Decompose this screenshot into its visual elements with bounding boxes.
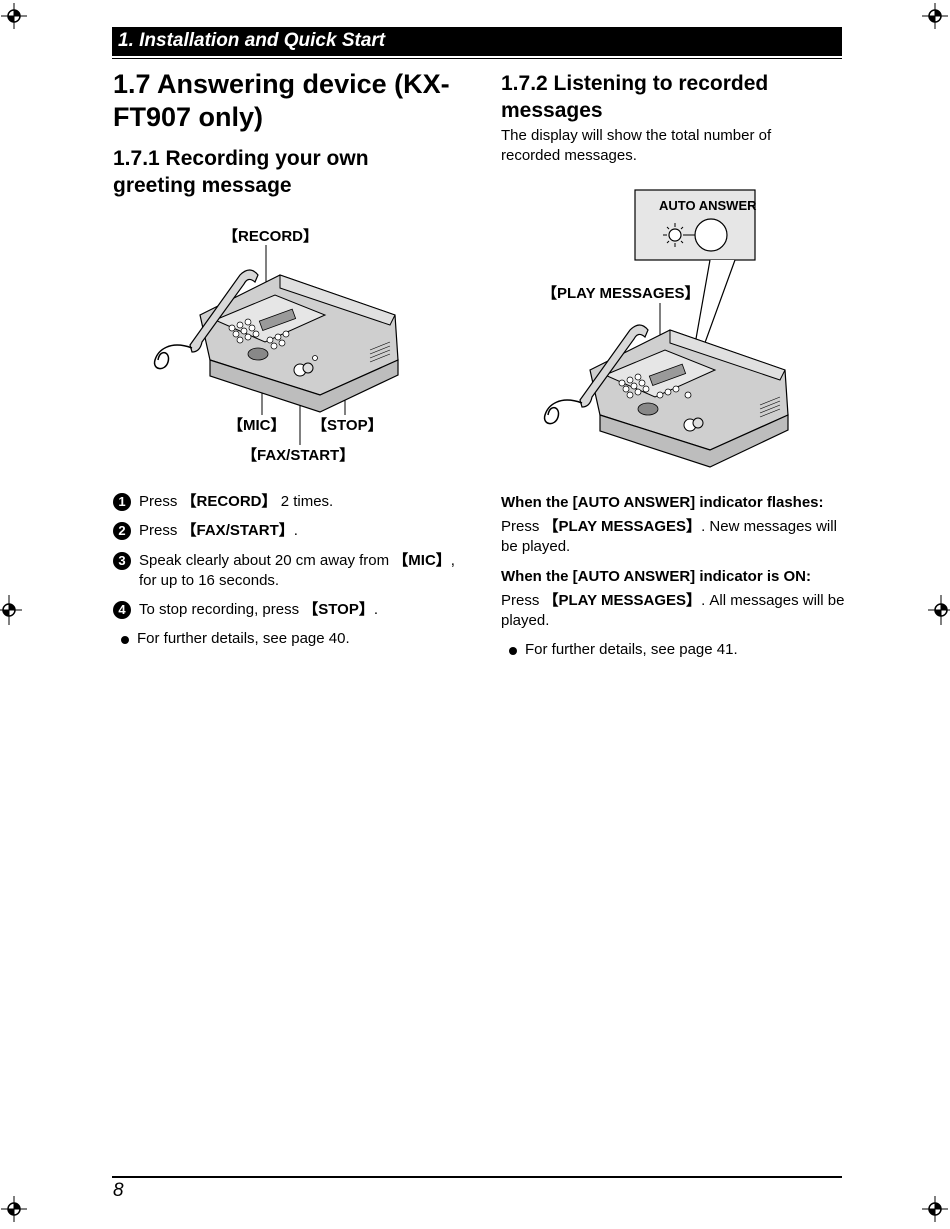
step-text: . bbox=[293, 522, 298, 539]
section-header-bar: 1. Installation and Quick Start bbox=[112, 27, 842, 56]
subsection-title-recording: 1.7.1 Recording your own greeting messag… bbox=[113, 147, 369, 197]
step-text: 2 times. bbox=[276, 493, 334, 510]
label-stop: 【STOP】 bbox=[312, 416, 383, 434]
note-text: For further details, see page 40. bbox=[137, 630, 350, 647]
flash-heading: When the [AUTO ANSWER] indicator flashes… bbox=[501, 494, 824, 511]
step-text: Press bbox=[139, 522, 182, 539]
page-title: 1.7 Answering device (KX-FT907 only) bbox=[113, 69, 450, 132]
label-play-messages: 【PLAY MESSAGES】 bbox=[542, 284, 700, 302]
subsection-title-listening: 1.7.2 Listening to recorded messages bbox=[501, 72, 769, 122]
label-fax-start: 【FAX/START】 bbox=[242, 446, 354, 464]
label-mic: 【MIC】 bbox=[228, 416, 286, 434]
intro-text: The display will show the total number o… bbox=[501, 127, 772, 164]
on-instruction: Press 【PLAY MESSAGES】. All messages will… bbox=[501, 591, 846, 631]
bullet-icon bbox=[121, 636, 129, 644]
step-text: To stop recording, press bbox=[139, 601, 304, 618]
key-play-messages: 【PLAY MESSAGES】 bbox=[543, 518, 702, 535]
instruction-text: Press bbox=[501, 592, 544, 609]
key-fax-start: 【FAX/START】 bbox=[181, 522, 294, 539]
step-number: 3 bbox=[113, 552, 131, 570]
label-auto-answer: AUTO ANSWER bbox=[659, 198, 757, 213]
step-number: 4 bbox=[113, 601, 131, 619]
registration-mark-bottom-right bbox=[922, 1196, 948, 1222]
step-text: Press bbox=[139, 493, 182, 510]
instruction-text: . All messages will be played. bbox=[501, 592, 845, 629]
header-rule bbox=[112, 58, 842, 59]
step-text: , for up to 16 seconds. bbox=[139, 552, 455, 589]
page-number: 8 bbox=[113, 1180, 124, 1201]
step-number: 2 bbox=[113, 522, 131, 540]
instruction-text: Press bbox=[501, 518, 544, 535]
key-play-messages: 【PLAY MESSAGES】 bbox=[543, 592, 702, 609]
key-stop: 【STOP】 bbox=[303, 601, 374, 618]
step-text: Speak clearly about 20 cm away from bbox=[139, 552, 394, 569]
registration-mark-middle-left bbox=[0, 595, 22, 625]
fax-machine-illustration-recording: 【RECORD】 【MIC】 【STOP】 【FAX/START】 bbox=[153, 227, 399, 464]
registration-mark-middle-right bbox=[928, 595, 950, 625]
step-number: 1 bbox=[113, 493, 131, 511]
section-header-title: 1. Installation and Quick Start bbox=[118, 30, 386, 51]
instruction-text: . New messages will be played. bbox=[501, 518, 837, 555]
flash-instruction: Press 【PLAY MESSAGES】. New messages will… bbox=[501, 517, 846, 557]
note-text: For further details, see page 41. bbox=[525, 641, 738, 658]
step-text: . bbox=[373, 601, 378, 618]
registration-mark-bottom-left bbox=[1, 1196, 27, 1222]
registration-mark-top-left bbox=[1, 3, 27, 29]
key-mic: 【MIC】 bbox=[393, 552, 451, 569]
bullet-icon bbox=[509, 647, 517, 655]
footer-rule bbox=[112, 1176, 842, 1178]
fax-machine-illustration-playback: AUTO ANSWER 【PLAY MESSAGES】 bbox=[542, 189, 789, 468]
registration-mark-top-right bbox=[922, 3, 948, 29]
on-heading: When the [AUTO ANSWER] indicator is ON: bbox=[501, 568, 811, 585]
key-record: 【RECORD】 bbox=[181, 493, 277, 510]
label-record: 【RECORD】 bbox=[223, 227, 318, 245]
